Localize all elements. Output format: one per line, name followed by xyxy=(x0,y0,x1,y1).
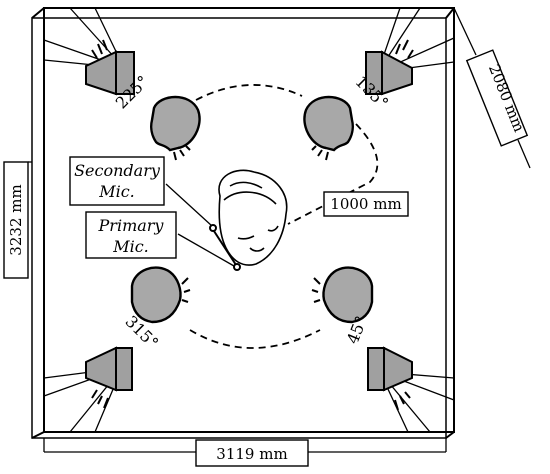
primary-mic-label-2: Mic. xyxy=(112,237,149,256)
head-front-left xyxy=(130,266,182,324)
dimension-lines xyxy=(28,7,531,453)
sound-wave-marks xyxy=(91,39,414,411)
head-front-right xyxy=(322,266,374,324)
radius-dashed-arc xyxy=(189,84,379,349)
secondary-mic-dot xyxy=(209,224,217,232)
width-box xyxy=(195,439,309,467)
secondary-mic-label-1: Secondary xyxy=(74,161,161,180)
microphone-boom xyxy=(209,224,241,271)
room-front-wall xyxy=(31,17,447,439)
primary-mic-box xyxy=(85,211,177,259)
listener-head xyxy=(218,169,288,266)
speaker-back-left xyxy=(85,50,135,96)
speech-marks xyxy=(173,145,329,303)
room-outline xyxy=(31,7,455,439)
height-box xyxy=(3,161,29,279)
radius-box xyxy=(323,191,409,217)
head-back-left xyxy=(150,95,201,152)
head-back-right xyxy=(303,95,354,152)
secondary-mic-label-2: Mic. xyxy=(98,182,135,201)
height-label: 3232 mm xyxy=(7,184,25,255)
primary-mic-dot xyxy=(233,263,241,271)
speaker-front-left xyxy=(85,346,133,392)
secondary-mic-box xyxy=(69,156,165,206)
speaker-front-right xyxy=(367,346,413,392)
room-back-wall xyxy=(43,7,455,433)
primary-mic-label-1: Primary xyxy=(98,216,165,235)
leader-lines xyxy=(165,183,235,267)
speaker-back-right xyxy=(365,50,413,96)
width-label: 3119 mm xyxy=(216,445,287,463)
radius-label: 1000 mm xyxy=(330,195,401,213)
depth-box xyxy=(465,49,529,147)
